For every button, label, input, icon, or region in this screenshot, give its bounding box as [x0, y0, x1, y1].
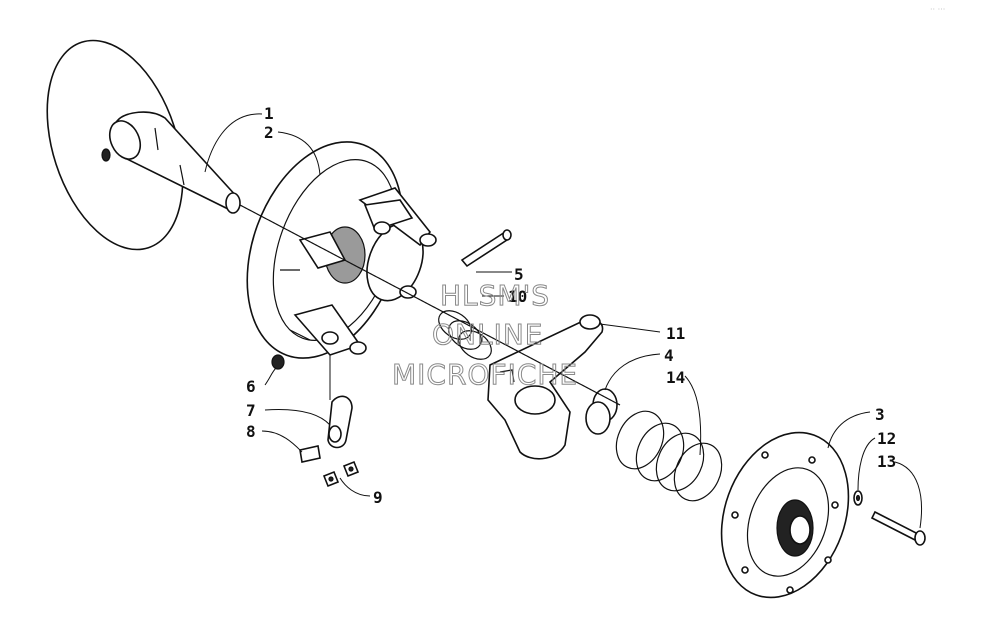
washer-pair-part	[322, 460, 360, 488]
callout-1: 1	[264, 104, 274, 123]
assembly-centerline	[239, 204, 621, 406]
callout-12: 12	[877, 429, 896, 448]
large-spring-part	[615, 410, 723, 502]
leader-line-9	[339, 477, 371, 497]
pin-part	[460, 229, 512, 268]
callout-5: 5	[514, 265, 524, 284]
small-spring-part	[438, 310, 492, 360]
watermark-line-2: ONLINE	[432, 318, 543, 351]
leader-line-7	[264, 409, 331, 426]
callout-14: 14	[666, 368, 685, 387]
leader-line-13	[894, 461, 923, 529]
leader-line-14	[684, 375, 702, 456]
cover-part	[720, 431, 850, 599]
leader-line-3	[827, 411, 871, 449]
callout-9: 9	[373, 488, 383, 507]
leader-line-2	[277, 131, 321, 176]
movable-sheave-part	[246, 141, 437, 359]
watermark-line-1: HLSM'S	[440, 279, 550, 312]
leader-line-12	[857, 437, 876, 491]
callout-13: 13	[877, 452, 896, 471]
leader-line-8	[261, 430, 303, 453]
callout-4: 4	[664, 346, 674, 365]
arm-part	[327, 395, 353, 449]
washer-part	[853, 490, 863, 506]
watermark-line-3: MICROFICHE	[392, 358, 578, 391]
bolt-part	[870, 510, 926, 546]
roller-pin-part	[299, 445, 321, 463]
spider-part	[487, 314, 604, 460]
callout-6: 6	[246, 377, 256, 396]
document-reference: ·· ···	[930, 5, 945, 14]
fixed-sheave-part	[46, 39, 241, 251]
nut-part	[271, 354, 285, 370]
callout-3: 3	[875, 405, 885, 424]
callout-7: 7	[246, 401, 256, 420]
leader-line-6	[264, 367, 277, 386]
leader-line-4	[604, 353, 661, 391]
callout-10: 10	[508, 287, 527, 306]
callout-2: 2	[264, 123, 274, 142]
callout-11: 11	[666, 324, 685, 343]
callout-8: 8	[246, 422, 256, 441]
leader-line-1	[204, 113, 263, 173]
leader-line-11	[599, 323, 661, 333]
bushing-part	[585, 388, 618, 435]
